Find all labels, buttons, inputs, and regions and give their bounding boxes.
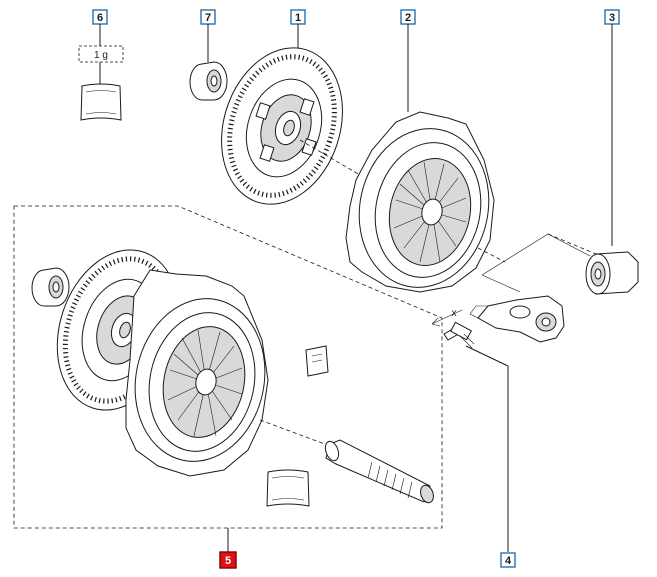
pressure-plate-icon xyxy=(345,111,495,293)
callout-6[interactable]: 6 xyxy=(92,9,108,25)
callout-1[interactable]: 1 xyxy=(290,9,306,25)
callout-4-label: 4 xyxy=(505,555,512,567)
clutch-kit-boundary xyxy=(13,205,443,529)
grease-quantity-box: 1 g xyxy=(78,45,124,63)
release-bearing-icon xyxy=(585,251,639,295)
bolt-icon xyxy=(443,321,475,349)
instruction-leaflet-icon xyxy=(305,345,329,377)
clutch-disc-icon xyxy=(221,47,343,205)
callout-3-label: 3 xyxy=(609,12,615,24)
callout-1-label: 1 xyxy=(295,12,301,24)
callout-7[interactable]: 7 xyxy=(200,9,216,25)
grease-quantity-label: 1 g xyxy=(94,50,108,61)
release-fork-icon xyxy=(469,295,565,343)
callout-2[interactable]: 2 xyxy=(400,9,416,25)
pilot-bearing-icon xyxy=(189,61,228,101)
callout-6-label: 6 xyxy=(97,12,103,24)
callout-4[interactable]: 4 xyxy=(500,552,516,568)
callout-3[interactable]: 3 xyxy=(604,9,620,25)
alignment-tool-icon xyxy=(324,439,434,504)
callout-7-label: 7 xyxy=(205,12,211,24)
kit-pressure-plate-icon xyxy=(125,269,269,477)
callout-5-label: 5 xyxy=(225,555,231,567)
kit-grease-sachet-icon xyxy=(266,469,310,507)
kit-pilot-bearing-icon xyxy=(31,267,70,307)
callout-2-label: 2 xyxy=(405,12,411,24)
grease-sachet-icon xyxy=(80,83,122,121)
callout-5[interactable]: 5 xyxy=(219,551,237,569)
